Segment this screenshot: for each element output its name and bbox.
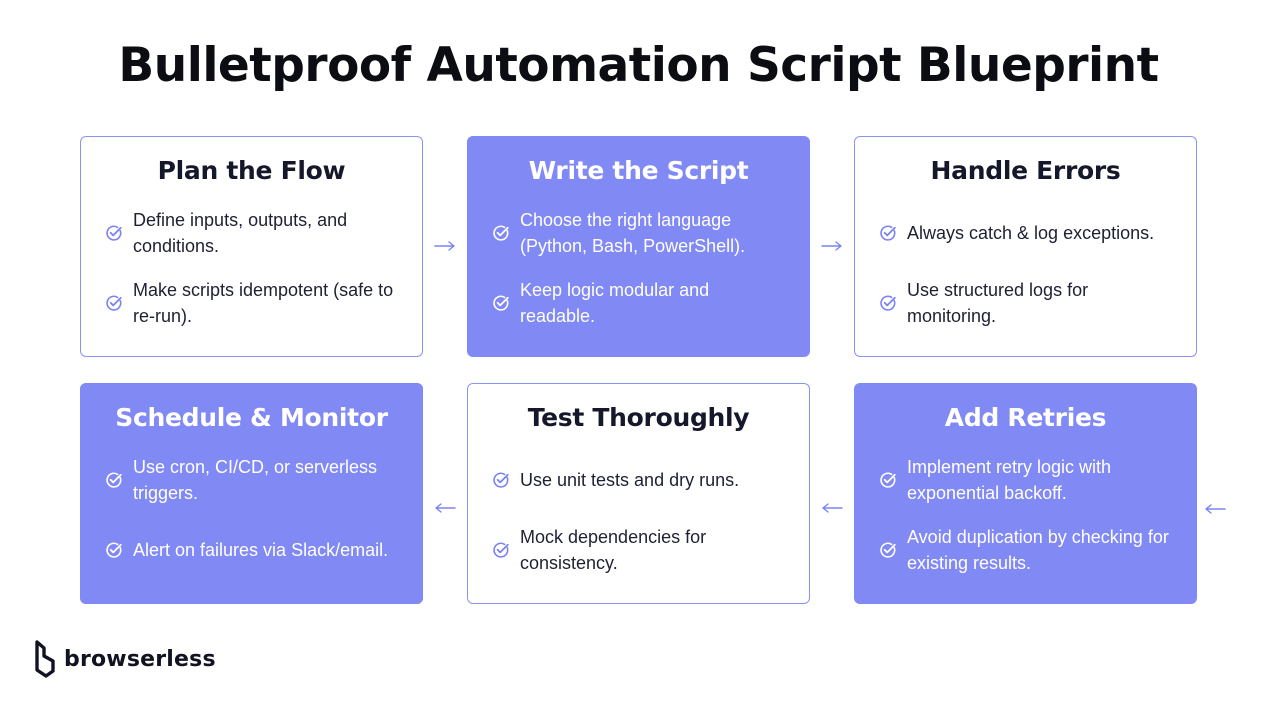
- list-item: Make scripts idempotent (safe to re-run)…: [105, 275, 398, 331]
- list-item: Alert on failures via Slack/email.: [105, 522, 398, 578]
- item-text: Avoid duplication by checking for existi…: [907, 527, 1169, 573]
- check-circle-icon: [880, 472, 896, 488]
- item-text: Use structured logs for monitoring.: [907, 280, 1089, 326]
- item-text: Define inputs, outputs, and conditions.: [133, 210, 348, 256]
- list-item: Define inputs, outputs, and conditions.: [105, 205, 398, 261]
- list-item: Mock dependencies for consistency.: [492, 522, 785, 578]
- item-text: Alert on failures via Slack/email.: [133, 540, 389, 560]
- step-card-schedule-and-monitor: Schedule & Monitor Use cron, CI/CD, or s…: [80, 383, 423, 604]
- list-item: Implement retry logic with exponential b…: [879, 452, 1172, 508]
- arrow-right-icon: [821, 241, 842, 251]
- step-card-handle-errors: Handle Errors Always catch & log excepti…: [854, 136, 1197, 357]
- list-item: Keep logic modular and readable.: [492, 275, 785, 331]
- check-circle-icon: [106, 472, 122, 488]
- item-text: Implement retry logic with exponential b…: [907, 457, 1112, 503]
- card-title: Handle Errors: [930, 156, 1121, 185]
- item-text: Choose the right language (Python, Bash,…: [520, 210, 746, 256]
- check-circle-icon: [493, 472, 509, 488]
- step-card-test-thoroughly: Test Thoroughly Use unit tests and dry r…: [467, 383, 810, 604]
- item-text: Use cron, CI/CD, or serverless triggers.: [133, 457, 378, 503]
- item-text: Keep logic modular and readable.: [520, 280, 710, 326]
- item-text: Make scripts idempotent (safe to re-run)…: [133, 280, 394, 326]
- step-card-write-the-script: Write the Script Choose the right langua…: [467, 136, 810, 357]
- item-text: Always catch & log exceptions.: [907, 223, 1155, 243]
- list-item: Use cron, CI/CD, or serverless triggers.: [105, 452, 398, 508]
- check-circle-icon: [106, 295, 122, 311]
- brand-logo: browserless: [34, 640, 216, 678]
- arrow-left-icon: [822, 503, 843, 513]
- check-circle-icon: [493, 542, 509, 558]
- page-title: Bulletproof Automation Script Blueprint: [118, 38, 1159, 93]
- item-text: Use unit tests and dry runs.: [520, 470, 740, 490]
- card-title: Test Thoroughly: [527, 403, 750, 432]
- check-circle-icon: [880, 225, 896, 241]
- check-circle-icon: [880, 295, 896, 311]
- step-card-add-retries: Add Retries Implement retry logic with e…: [854, 383, 1197, 604]
- list-item: Avoid duplication by checking for existi…: [879, 522, 1172, 578]
- check-circle-icon: [493, 225, 509, 241]
- item-text: Mock dependencies for consistency.: [520, 527, 707, 573]
- arrow-right-icon: [434, 241, 455, 251]
- list-item: Choose the right language (Python, Bash,…: [492, 205, 785, 261]
- browserless-logo-icon: [35, 640, 55, 678]
- list-item: Use unit tests and dry runs.: [492, 452, 785, 508]
- check-circle-icon: [106, 225, 122, 241]
- card-title: Add Retries: [944, 403, 1107, 432]
- check-circle-icon: [106, 542, 122, 558]
- arrow-left-icon: [435, 503, 456, 513]
- check-circle-icon: [493, 295, 509, 311]
- card-title: Plan the Flow: [157, 156, 346, 185]
- step-card-plan-the-flow: Plan the Flow Define inputs, outputs, an…: [80, 136, 423, 357]
- arrow-left-icon: [1205, 504, 1226, 514]
- list-item: Always catch & log exceptions.: [879, 205, 1172, 261]
- card-title: Schedule & Monitor: [115, 403, 388, 432]
- list-item: Use structured logs for monitoring.: [879, 275, 1172, 331]
- brand-name: browserless: [64, 646, 216, 672]
- card-title: Write the Script: [528, 156, 749, 185]
- check-circle-icon: [880, 542, 896, 558]
